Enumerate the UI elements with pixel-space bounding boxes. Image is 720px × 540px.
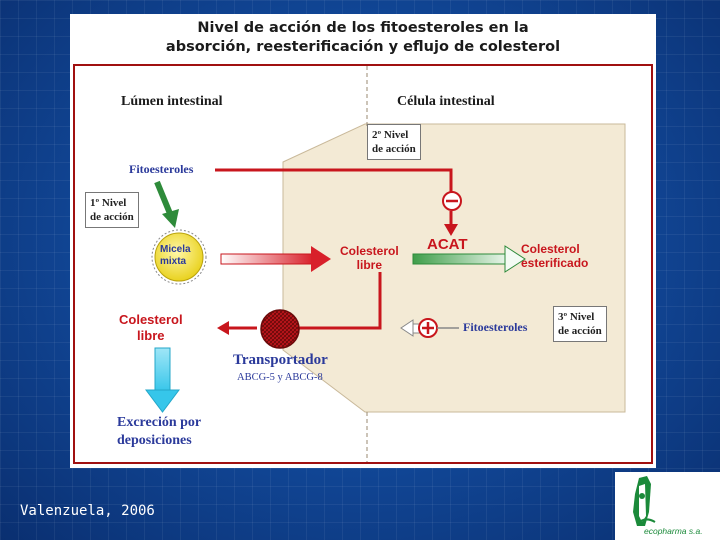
inhibit-sign (442, 191, 462, 211)
title-line-1: Nivel de acción de los fitoesteroles en … (197, 20, 529, 36)
activate-sign (418, 318, 438, 338)
company-logo (615, 472, 720, 540)
company-logo-text: ecopharma s.a. (644, 526, 703, 536)
diagram-figure: Lúmen intestinal Célula intestinal Fitoe… (73, 64, 653, 464)
excrecion-line-1: Excreción por (117, 415, 202, 430)
level-1-line-2: de acción (90, 211, 134, 223)
inhibit-to-acat-arrow (444, 211, 458, 236)
colesterol-esterificado-line-1: Colesterol (521, 242, 580, 256)
excretion-arrow (145, 347, 180, 413)
transportador-sub-label: ABCG-5 y ABCG-8 (237, 372, 323, 383)
micelle-icon (151, 229, 207, 285)
level-3-line-1: 3º Nivel (558, 311, 595, 323)
fitoesterol-to-micelle-arrow (154, 180, 179, 228)
slide-title: Nivel de acción de los fitoesteroles en … (70, 19, 656, 57)
acat-label: ACAT (427, 236, 468, 253)
colesterol-libre-lumen-line-1: Colesterol (119, 312, 183, 327)
excrecion-line-2: deposiciones (117, 433, 192, 448)
micelle-label-line-2: mixta (160, 256, 187, 267)
lumen-label: Lúmen intestinal (121, 94, 223, 109)
micelle-label-line-1: Micela (160, 244, 191, 255)
slide-panel: Nivel de acción de los fitoesteroles en … (70, 14, 656, 468)
micelle-label: Micela mixta (160, 244, 191, 268)
citation: Valenzuela, 2006 (20, 503, 155, 519)
level-1-line-1: 1º Nivel (90, 197, 127, 209)
colesterol-libre-cell-line-2: libre (356, 258, 383, 272)
level-2-line-1: 2º Nivel (372, 129, 409, 141)
transportador-label: Transportador (233, 352, 328, 368)
excrecion-label: Excreción por deposiciones (117, 414, 201, 450)
colesterol-libre-lumen-line-2: libre (137, 328, 165, 343)
logo-mark (615, 472, 720, 540)
diagram-canvas (145, 66, 651, 462)
level-3-line-2: de acción (558, 325, 602, 337)
colesterol-esterificado-label: Colesterol esterificado (521, 242, 588, 270)
level-1-box: 1º Nivel de acción (85, 192, 139, 228)
micelle-to-colesterol-arrow (220, 246, 331, 272)
transporter-icon (260, 309, 300, 349)
fitoesteroles-right-label: Fitoesteroles (463, 320, 528, 334)
acat-esterification-arrow (412, 245, 526, 273)
cell-label: Célula intestinal (397, 94, 495, 109)
fitoesteroles-top-label: Fitoesteroles (129, 162, 194, 176)
colesterol-libre-cell-line-1: Colesterol (340, 244, 399, 258)
title-line-2: absorción, reesterificación y eflujo de … (165, 39, 561, 55)
level-2-line-2: de acción (372, 143, 416, 155)
colesterol-esterificado-line-2: esterificado (521, 256, 589, 270)
colesterol-libre-cell-label: Colesterol libre (340, 244, 399, 272)
level-3-box: 3º Nivel de acción (553, 306, 607, 342)
level-2-box: 2º Nivel de acción (367, 124, 421, 160)
efflux-path (217, 272, 382, 335)
colesterol-libre-lumen-label: Colesterol libre (119, 312, 183, 344)
cell-body (282, 123, 626, 413)
